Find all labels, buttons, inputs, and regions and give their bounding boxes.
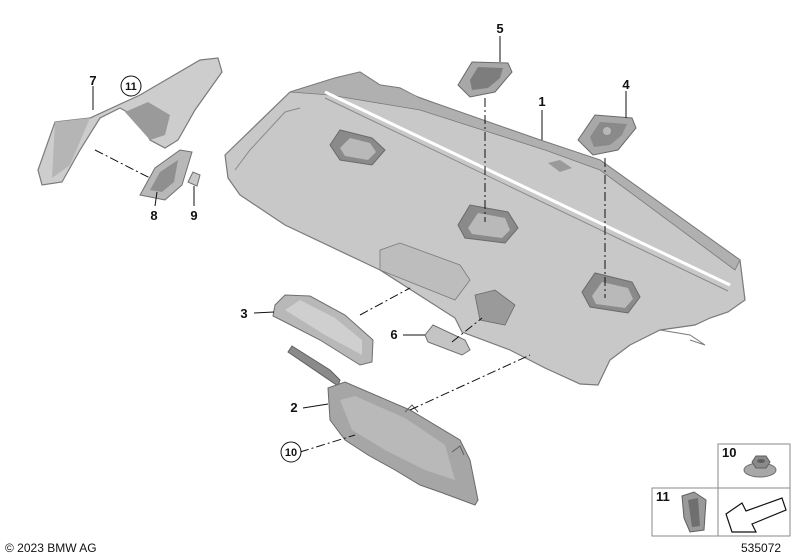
part-2-bracket bbox=[287, 345, 479, 506]
callout-2: 2 bbox=[290, 400, 297, 415]
part-4-cover bbox=[577, 114, 637, 156]
part-7-pillar-trim bbox=[37, 57, 223, 186]
callout-5: 5 bbox=[496, 21, 503, 36]
legend-item-10: 10 bbox=[717, 443, 791, 489]
assembly-lines bbox=[94, 98, 606, 453]
callout-11-circled: 11 bbox=[120, 75, 142, 97]
callout-7: 7 bbox=[89, 73, 96, 88]
callout-11: 11 bbox=[125, 81, 137, 93]
part-5-cover bbox=[457, 61, 513, 98]
part-3-panel bbox=[272, 294, 374, 366]
copyright-text: © 2023 BMW AG bbox=[5, 541, 97, 555]
nut-icon bbox=[743, 455, 777, 478]
clip-icon bbox=[681, 491, 707, 533]
callout-3: 3 bbox=[240, 306, 247, 321]
callout-9: 9 bbox=[190, 208, 197, 223]
callout-10-circled: 10 bbox=[280, 441, 302, 463]
part-1-rear-shelf bbox=[224, 71, 746, 386]
callout-4: 4 bbox=[622, 77, 630, 92]
callout-10: 10 bbox=[285, 447, 297, 459]
legend-item-11: 11 bbox=[651, 487, 791, 537]
callout-leaders bbox=[92, 36, 627, 409]
part-9-clip bbox=[187, 171, 201, 187]
callout-6: 6 bbox=[390, 327, 397, 342]
callout-8: 8 bbox=[150, 208, 157, 223]
callout-1: 1 bbox=[538, 94, 545, 109]
legend-11-label: 11 bbox=[656, 489, 670, 504]
part-8-trim bbox=[139, 149, 193, 201]
document-number: 535072 bbox=[741, 541, 782, 555]
legend-10-label: 10 bbox=[722, 445, 736, 460]
direction-arrow-icon bbox=[725, 497, 787, 533]
part-6-pad bbox=[424, 324, 471, 356]
